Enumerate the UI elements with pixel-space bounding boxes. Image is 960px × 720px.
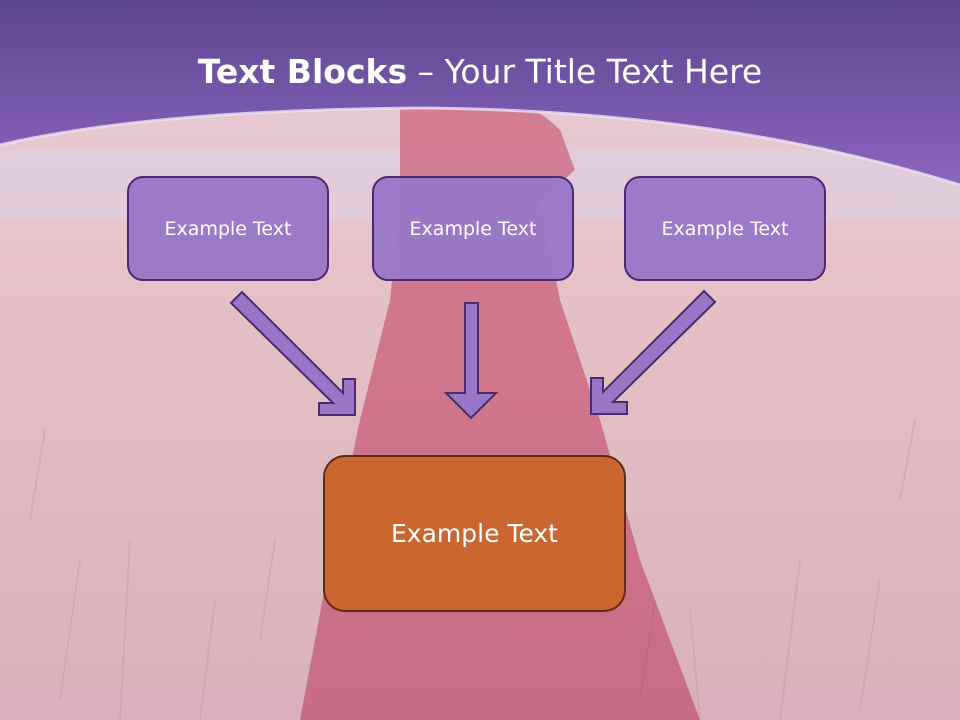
- title-rest: Your Title Text Here: [444, 52, 763, 91]
- text-box-right[interactable]: Example Text: [624, 176, 826, 281]
- text-box-center[interactable]: Example Text: [372, 176, 574, 281]
- title-separator: –: [407, 52, 445, 91]
- text-box-right-label: Example Text: [661, 217, 789, 240]
- text-box-left-label: Example Text: [164, 217, 292, 240]
- arrow-center-to-bottom: [443, 302, 499, 420]
- text-box-left[interactable]: Example Text: [127, 176, 329, 281]
- arrow-left-to-bottom: [229, 290, 356, 416]
- text-box-center-label: Example Text: [409, 217, 537, 240]
- header-band: [0, 0, 960, 185]
- slide-title: Text Blocks – Your Title Text Here: [0, 52, 960, 91]
- title-bold: Text Blocks: [197, 52, 408, 91]
- text-box-bottom-label: Example Text: [391, 519, 558, 548]
- arrow-right-to-bottom: [590, 289, 717, 415]
- text-box-bottom[interactable]: Example Text: [323, 455, 626, 612]
